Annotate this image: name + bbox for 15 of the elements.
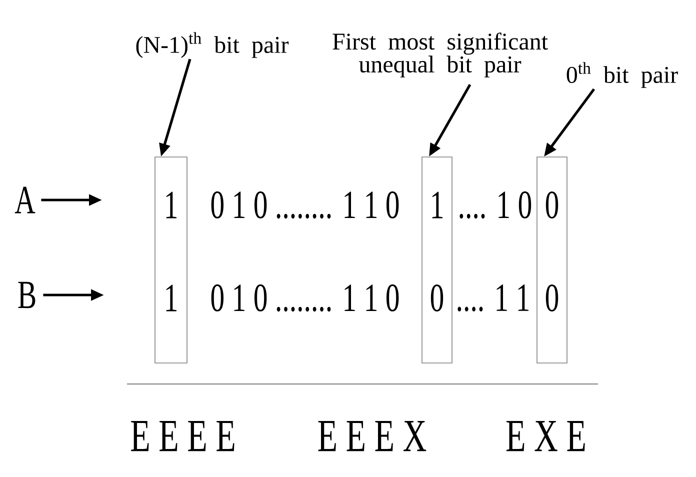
comparison-result: E E E E [131,420,234,452]
comparison-result: E E E X [318,420,426,452]
row-label: B [18,282,36,308]
comparison-result: E X E [506,420,585,452]
bit-pair-box: 0 0 [536,156,568,364]
bit-pair-box: 1 0 [422,156,452,364]
bit-sequence: .... 1 1 [458,284,528,312]
callout-text: First most significant unequal bit pair [332,32,548,78]
bit-sequence: 0 1 0 ........ 1 1 0 [211,191,399,219]
row-label: A [14,186,36,214]
callout-text: 0$^{th}$ bit pair [566,62,678,88]
callout-text: (N-1)$^{th}$ bit pair [136,32,289,58]
bit-pair-box: 1 1 [154,156,188,364]
bit-sequence: 0 1 0 ........ 1 1 0 [211,284,399,312]
bit-sequence: .... 1 0 [460,191,532,219]
